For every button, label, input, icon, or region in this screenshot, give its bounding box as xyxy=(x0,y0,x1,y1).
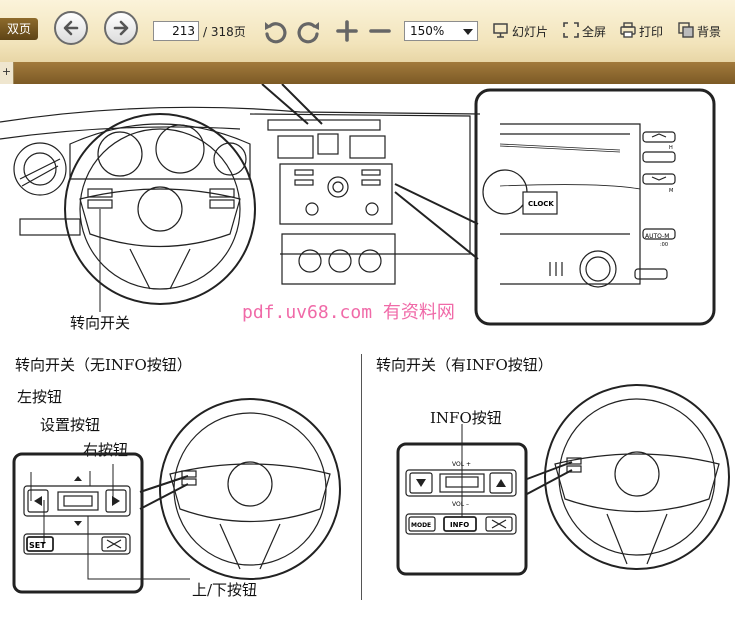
arrow-left-icon xyxy=(63,20,79,36)
rotate-left-icon[interactable] xyxy=(262,19,288,45)
radio-oo-label: :00 xyxy=(660,242,668,248)
vol-plus-text: VOL + xyxy=(452,461,471,468)
document-page: CLOCK AUTO-M H M :00 转向开关 pdf.uv68.com 有… xyxy=(0,84,735,619)
zoom-out-icon[interactable] xyxy=(369,20,391,42)
watermark-text: pdf.uv68.com 有资料网 xyxy=(242,302,455,323)
left-button-label: 左按钮 xyxy=(17,388,63,406)
info-button-label: INFO按钮 xyxy=(430,409,502,427)
vol-minus-text: VOL – xyxy=(452,501,469,508)
radio-m-label: M xyxy=(669,188,673,194)
side-panel-toggle[interactable]: + xyxy=(0,62,14,84)
previous-page-button[interactable] xyxy=(54,11,88,45)
rotate-right-icon[interactable] xyxy=(296,19,322,45)
section-left-title: 转向开关（无INFO按钮） xyxy=(15,356,192,374)
info-button-text: INFO xyxy=(450,521,469,529)
steering-switch-illustration: SET MODE INFO VOL + VOL – xyxy=(12,384,730,594)
fullscreen-icon xyxy=(563,22,579,38)
page-total: / 318页 xyxy=(203,25,246,39)
set-button-text: SET xyxy=(29,541,46,550)
radio-clock-label: CLOCK xyxy=(528,200,554,208)
zoom-value: 150% xyxy=(410,24,445,38)
chevron-down-icon xyxy=(463,29,473,35)
reader-subbar: + xyxy=(0,62,735,84)
radio-h-label: H xyxy=(669,145,673,151)
zoom-select[interactable]: 150% xyxy=(404,21,478,41)
page-number-input[interactable]: 213 xyxy=(153,21,199,41)
printer-icon xyxy=(620,22,636,38)
reader-toolbar: 双页 213 / 318页 150% 幻灯片 xyxy=(0,0,735,63)
slideshow-icon xyxy=(493,23,508,38)
section-divider xyxy=(361,354,362,600)
up-down-button-label: 上/下按钮 xyxy=(192,581,258,599)
steering-switch-label: 转向开关 xyxy=(70,314,131,332)
radio-auto-m-label: AUTO-M xyxy=(645,233,669,240)
dual-page-button[interactable]: 双页 xyxy=(0,18,38,40)
set-button-label: 设置按钮 xyxy=(40,416,101,434)
mode-button-text: MODE xyxy=(411,522,431,529)
dashboard-illustration: CLOCK AUTO-M H M :00 xyxy=(0,84,716,326)
next-page-button[interactable] xyxy=(104,11,138,45)
zoom-in-icon[interactable] xyxy=(336,20,358,42)
section-right-title: 转向开关（有INFO按钮） xyxy=(376,356,553,374)
arrow-right-icon xyxy=(113,20,129,36)
background-icon xyxy=(678,22,694,38)
